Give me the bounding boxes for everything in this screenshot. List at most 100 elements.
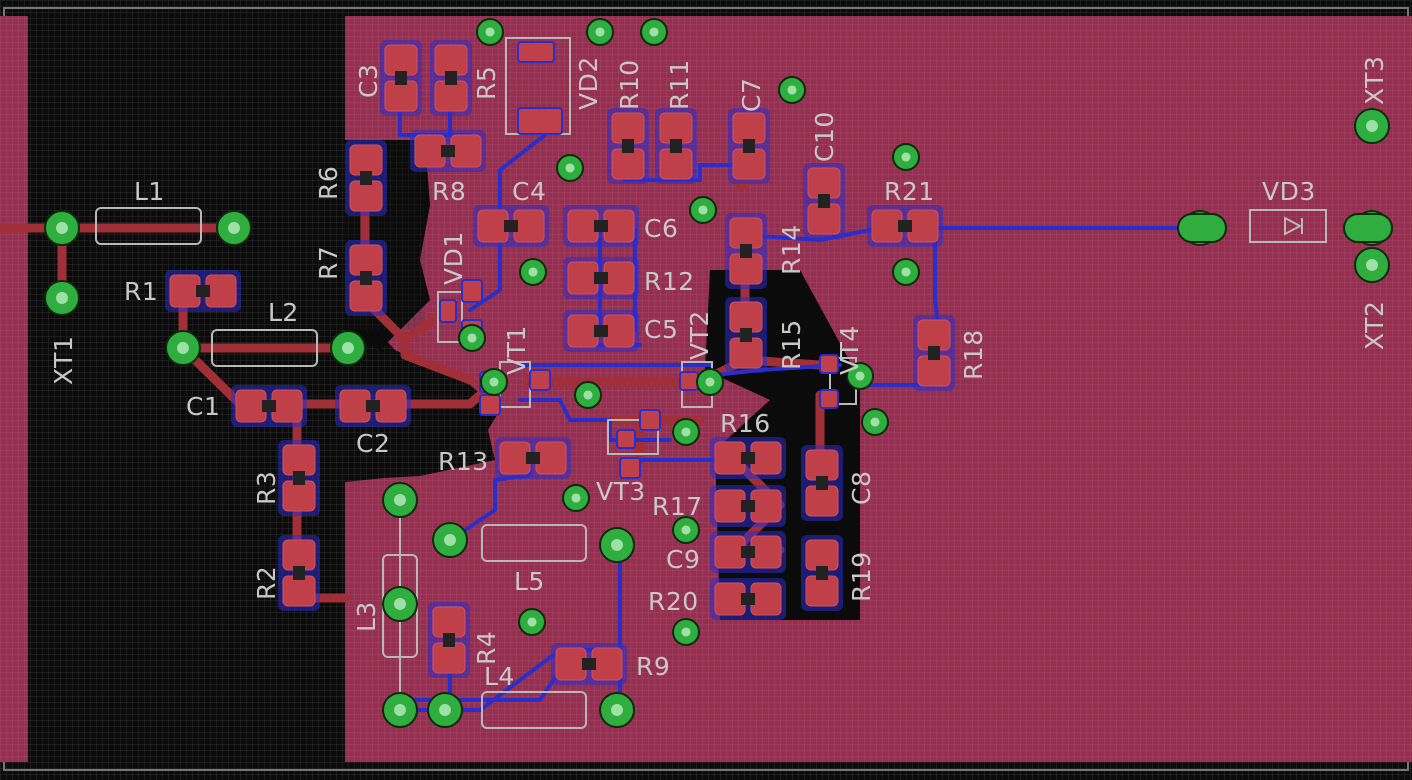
c5-pads [563, 310, 639, 352]
c1-pads [231, 385, 307, 427]
r11-pads [655, 108, 697, 184]
r16-pads [710, 437, 786, 479]
label-vd1: VD1 [439, 231, 468, 285]
label-r11: R11 [665, 59, 694, 110]
label-r9: R9 [636, 652, 670, 681]
component-pad [517, 41, 555, 63]
vd3-pad [1177, 213, 1227, 243]
label-vt2: VT2 [685, 310, 714, 360]
label-r10: R10 [615, 59, 644, 110]
label-c7: C7 [737, 78, 766, 112]
r18-pads [913, 315, 955, 391]
l5-body [481, 524, 587, 562]
label-r18: R18 [959, 329, 988, 380]
vd3-pad [1343, 213, 1393, 243]
component-pad [639, 409, 661, 431]
vd3-body [1249, 209, 1327, 243]
component-pad [529, 369, 551, 391]
label-r4: R4 [472, 631, 501, 665]
label-c5: C5 [644, 315, 678, 344]
r14-pads [725, 213, 767, 289]
label-xt3: XT3 [1360, 56, 1389, 105]
r20-pads [710, 578, 786, 620]
l2-body [211, 329, 318, 367]
c7-pads [728, 108, 770, 184]
vias-and-thru-holes [44, 18, 1393, 728]
component-pad [479, 394, 501, 416]
label-l3: L3 [352, 601, 381, 632]
label-r19: R19 [847, 551, 876, 602]
r7-pads [345, 240, 387, 316]
vt3-body [607, 419, 659, 455]
label-r17: R17 [652, 492, 703, 521]
label-c4: C4 [512, 177, 546, 206]
label-r13: R13 [438, 447, 489, 476]
r6-pads [345, 140, 387, 216]
r5-pads [430, 40, 472, 116]
label-r8: R8 [432, 177, 466, 206]
label-vt1: VT1 [502, 325, 531, 375]
silkscreen-labels: XT1 XT2 XT3 L1 L2 L3 L4 L5 R1 R2 R3 R4 R… [49, 56, 1389, 691]
component-pad [439, 299, 457, 323]
c2-pads [335, 385, 411, 427]
label-c9: C9 [666, 545, 700, 574]
r12-pads [563, 257, 639, 299]
vd1-body [437, 291, 463, 343]
label-r5: R5 [472, 66, 501, 100]
component-pad [679, 371, 699, 391]
label-r21: R21 [884, 177, 935, 206]
label-c2: C2 [356, 429, 390, 458]
label-c6: C6 [644, 214, 678, 243]
component-pad [616, 429, 636, 449]
r8-pads [410, 130, 486, 172]
label-vt3: VT3 [596, 477, 646, 506]
c9-pads [710, 531, 786, 573]
r9-pads [551, 643, 627, 685]
label-r12: R12 [644, 267, 695, 296]
l4-body [481, 691, 587, 729]
label-l1: L1 [134, 177, 165, 206]
r1-pads [165, 270, 241, 312]
label-l5: L5 [514, 567, 545, 596]
c6-pads [563, 205, 639, 247]
label-l2: L2 [268, 298, 299, 327]
r17-pads [710, 485, 786, 527]
label-xt1: XT1 [49, 336, 78, 385]
r19-pads [801, 535, 843, 611]
c3-pads [380, 40, 422, 116]
label-c8: C8 [847, 471, 876, 505]
r13-pads [495, 437, 571, 479]
r4-pads [428, 602, 470, 678]
label-r3: R3 [252, 471, 281, 505]
r21-pads [867, 205, 943, 247]
component-pad [619, 457, 641, 479]
label-r2: R2 [252, 566, 281, 600]
r3-pads [278, 440, 320, 516]
c10-pads [803, 163, 845, 239]
r15-pads [725, 297, 767, 373]
component-pad [819, 389, 839, 409]
copper-pour [0, 16, 1412, 762]
smd-pads [165, 40, 955, 685]
label-c1: C1 [186, 392, 220, 421]
label-r15: R15 [777, 319, 806, 370]
label-c3: C3 [354, 64, 383, 98]
component-pad [819, 354, 839, 374]
label-c10: C10 [810, 111, 839, 162]
label-r6: R6 [314, 166, 343, 200]
component-pad [517, 107, 563, 135]
label-l4: L4 [484, 662, 515, 691]
label-r1: R1 [124, 277, 158, 306]
l1-body [95, 207, 202, 245]
label-r20: R20 [648, 587, 699, 616]
r2-pads [278, 535, 320, 611]
label-xt2: XT2 [1360, 301, 1389, 350]
label-r14: R14 [777, 224, 806, 275]
label-r16: R16 [720, 409, 771, 438]
label-vd2: VD2 [574, 56, 603, 110]
r10-pads [607, 108, 649, 184]
c8-pads [801, 445, 843, 521]
label-r7: R7 [314, 246, 343, 280]
component-pad [461, 279, 483, 303]
